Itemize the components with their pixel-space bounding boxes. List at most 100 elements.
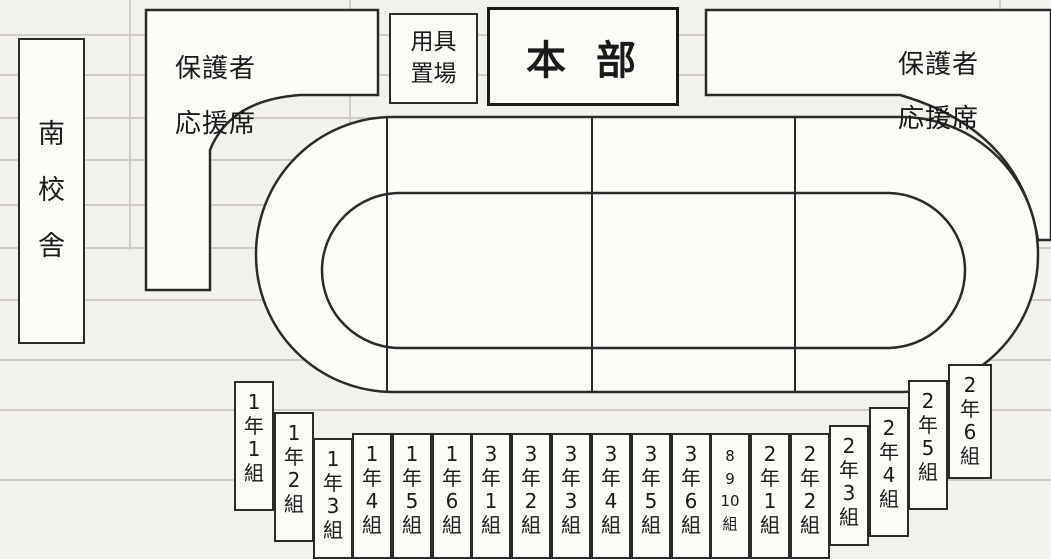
class-seat-char: 年 [561,465,581,490]
class-seat-char: 年 [800,465,820,490]
class-seat-char: 9 [725,469,735,488]
class-seat-char: 6 [445,489,459,514]
class-seat-char: 組 [481,512,501,537]
class-seat-char: 年 [839,457,859,482]
class-seat-char: 3 [644,442,658,466]
class-seat-char: 年 [641,465,661,490]
guardian-stand-left-outline [144,8,380,292]
class-seat-char: 組 [760,512,780,537]
class-seat-char: 6 [963,420,977,445]
class-seat-char: 組 [521,512,541,537]
class-seat-char: 組 [323,517,343,542]
class-seat-char: 年 [960,396,980,421]
class-seat-char: 年 [244,413,264,438]
class-seat-char: 組 [960,443,980,468]
class-seat-char: 組 [918,459,938,484]
class-seat-char: 年 [521,465,541,490]
class-seat-char: 5 [921,436,935,461]
class-seat-char: 年 [362,465,382,490]
class-seat-char: 1 [484,489,498,514]
equipment-storage: 用具 置場 [389,13,478,104]
class-seat-char: 3 [684,442,698,466]
class-seat-char: 2 [803,442,817,466]
class-seat-char: 年 [601,465,621,490]
equipment-label-line1: 用具 [410,29,457,56]
class-seat-char: 3 [564,489,578,514]
class-seat-char: 年 [681,465,701,490]
class-seat-char: 組 [641,512,661,537]
class-seat-char: 組 [561,512,581,537]
class-seat-char: 2 [842,434,856,458]
class-seat-char: 組 [722,514,738,533]
class-seat-char: 8 [725,447,735,465]
class-seat-char: 3 [564,442,578,466]
class-seat-char: 4 [604,489,618,514]
south-building-char: 校 [38,175,65,207]
class-seat-char: 3 [842,481,856,506]
class-seat-char: 1 [365,442,379,466]
headquarters-label: 本部 [526,37,666,84]
class-seat-char: 1 [287,421,301,445]
guardian-seat-right-line2: 応援席 [898,104,980,134]
class-seat-char: 組 [839,504,859,529]
class-seat-char: 10 [720,492,740,510]
class-seat-char: 3 [326,494,340,519]
class-seat-char: 組 [402,512,422,537]
class-seat-char: 組 [601,512,621,537]
class-seat-char: 年 [284,444,304,469]
guardian-seat-right-line1: 保護者 [898,50,980,80]
class-seat-char: 1 [445,442,459,466]
class-seat-char: 4 [365,489,379,514]
class-seat-char: 年 [918,412,938,437]
class-seat: 8 9 10 組 [710,433,750,559]
class-seat-char: 2 [763,442,777,466]
class-seat-char: 組 [800,512,820,537]
class-seat-char: 5 [644,489,658,514]
class-seat-char: 3 [524,442,538,466]
class-seat-char: 年 [879,439,899,464]
south-building-char: 南 [38,119,65,151]
class-seat-char: 組 [442,512,462,537]
class-seat-char: 年 [481,465,501,490]
class-seat-char: 組 [284,491,304,516]
class-seat-char: 3 [604,442,618,466]
class-seat-char: 年 [442,465,462,490]
class-seat-char: 2 [524,489,538,514]
class-seat-char: 6 [684,489,698,514]
class-seat-char: 組 [879,486,899,511]
class-seat-char: 3 [484,442,498,466]
class-seat-char: 組 [244,460,264,485]
class-seat-char: 年 [760,465,780,490]
class-seat-char: 1 [763,489,777,514]
class-seat-char: 2 [287,468,301,493]
class-seat-char: 年 [402,465,422,490]
class-seat-char: 5 [405,489,419,514]
south-building-char: 舎 [38,230,65,262]
class-seat-char: 4 [882,463,896,488]
class-seat-char: 2 [921,389,935,413]
class-seat-char: 1 [326,447,340,471]
headquarters-tent: 本部 [487,7,679,106]
inner-field [320,191,967,350]
equipment-label-line2: 置場 [410,60,457,87]
class-seat-char: 2 [882,416,896,440]
class-seat-char: 2 [963,373,977,397]
class-seat-char: 組 [362,512,382,537]
